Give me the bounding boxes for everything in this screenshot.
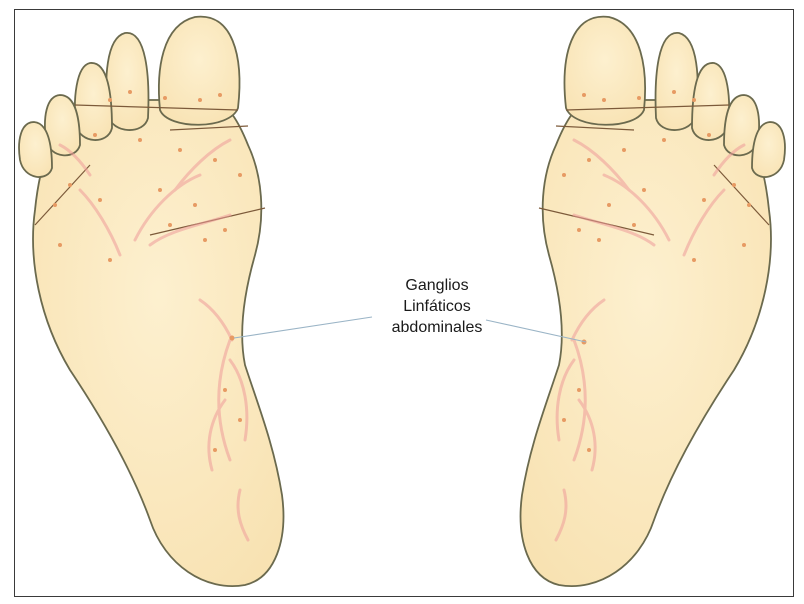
right-foot-sole — [521, 100, 771, 586]
lymph-nodes-label: Ganglios Linfáticos abdominales — [362, 275, 512, 338]
label-line-1: Ganglios — [362, 275, 512, 296]
leader-line-left — [234, 317, 372, 338]
right-foot — [521, 17, 785, 586]
label-line-2: Linfáticos — [362, 296, 512, 317]
label-line-3: abdominales — [362, 317, 512, 338]
left-foot-sole — [33, 100, 283, 586]
left-foot — [19, 17, 283, 586]
